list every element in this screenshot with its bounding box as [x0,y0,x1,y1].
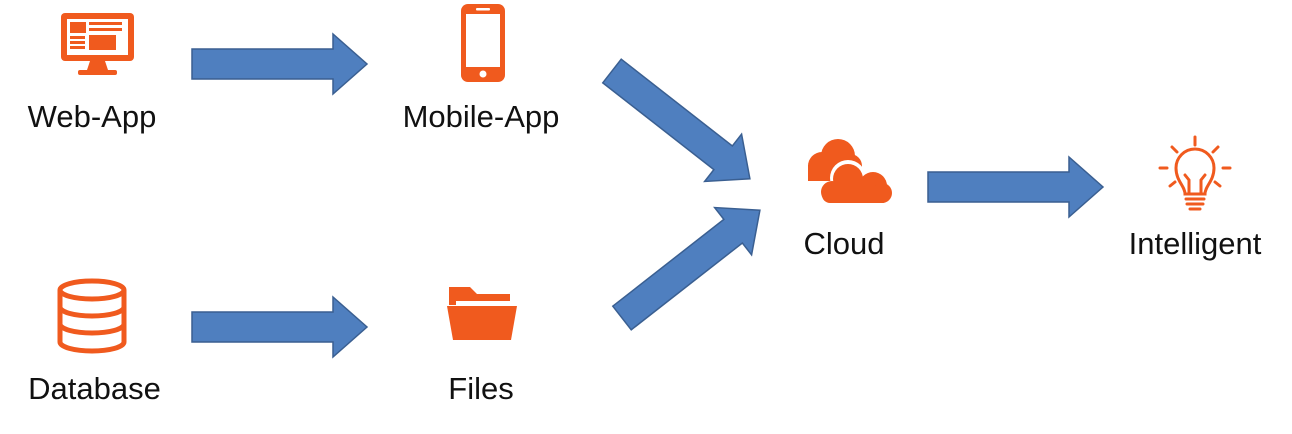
arrow-mobileapp-to-cloud [592,46,770,204]
monitor-icon [61,13,134,75]
label-files: Files [448,371,514,406]
arrow-files-to-cloud [602,185,780,343]
lightbulb-icon [1158,135,1232,211]
arrow-database-to-files [191,296,368,358]
folder-icon [447,287,517,340]
label-mobile-app: Mobile-App [402,99,560,134]
arrow-cloud-to-intelligent [927,156,1104,218]
cloud-icon [808,139,892,203]
label-cloud: Cloud [803,226,885,261]
database-icon [57,278,127,354]
arrow-webapp-to-mobileapp [191,33,368,95]
label-web-app: Web-App [27,99,157,134]
label-database: Database [28,371,161,406]
smartphone-icon [461,4,505,82]
label-intelligent: Intelligent [1128,226,1262,261]
